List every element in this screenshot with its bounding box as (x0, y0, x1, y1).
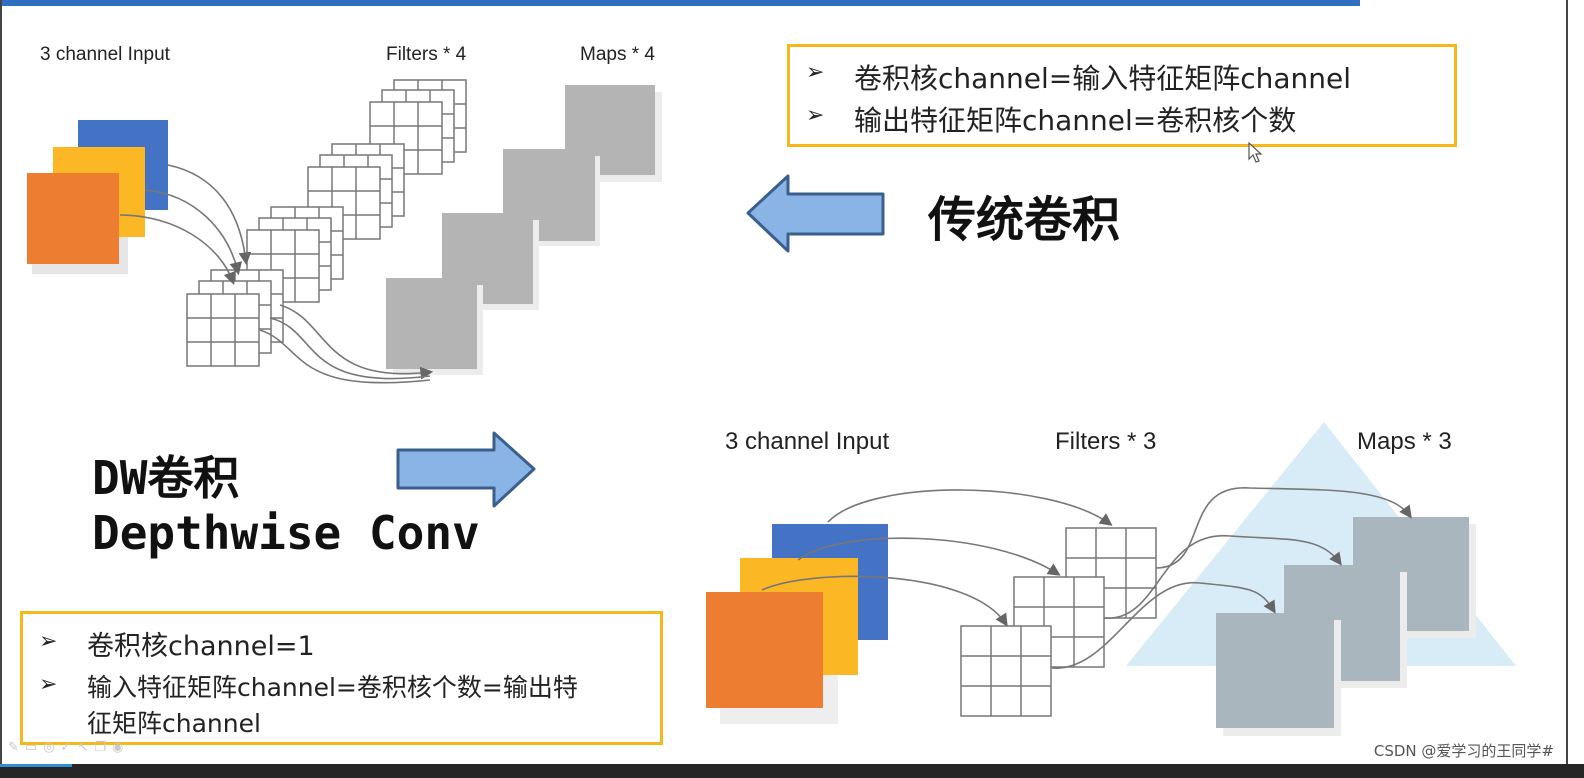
copy-icon[interactable]: ❐ (94, 740, 113, 755)
top-map-1 (386, 278, 477, 369)
top-maps-label: Maps * 4 (580, 44, 655, 65)
bullet-icon: ➢ (39, 629, 58, 654)
presenter-toolbar: ✎▭◎✓↖❐◉ (8, 740, 129, 755)
dw-conv-note-2: 输入特征矩阵channel=卷积核个数=输出特 (87, 673, 578, 702)
top-filters-label: Filters * 4 (386, 44, 467, 65)
depthwise-conv-diagram (706, 422, 1516, 736)
slide-right-edge (1566, 0, 1584, 778)
dw-conv-note-2-cont: 征矩阵channel (87, 709, 261, 738)
mouse-cursor-icon (1248, 142, 1263, 163)
standard-conv-diagram (27, 79, 662, 384)
standard-conv-note-2: 输出特征矩阵channel=卷积核个数 (854, 104, 1297, 137)
eye-icon[interactable]: ◉ (112, 740, 130, 755)
slide-left-edge (0, 0, 2, 778)
dw-conv-title: DW卷积 (92, 451, 240, 505)
dw-map-1 (1216, 613, 1334, 728)
top-maps (386, 85, 662, 375)
bullet-icon: ➢ (39, 672, 58, 697)
circle-icon[interactable]: ◎ (43, 740, 61, 755)
pen-icon[interactable]: ✎ (8, 740, 25, 755)
dw-conv-note-1: 卷积核channel=1 (87, 631, 315, 662)
standard-conv-notes-box: ➢ 卷积核channel=输入特征矩阵channel ➢ 输出特征矩阵chann… (787, 44, 1457, 147)
left-block-arrow (746, 174, 885, 253)
check-icon[interactable]: ✓ (60, 740, 78, 755)
dw-connection-arrows (761, 487, 1412, 669)
watermark: CSDN @爱学习的王同学# (1373, 742, 1554, 760)
dw-filters-label: Filters * 3 (1055, 428, 1157, 455)
top-input-label: 3 channel Input (40, 44, 170, 65)
dw-maps-label: Maps * 3 (1357, 428, 1452, 455)
slide-top-bar (0, 0, 1360, 6)
image-icon[interactable]: ▭ (24, 740, 44, 755)
dw-input-channel-orange (706, 592, 823, 708)
standard-conv-note-1: 卷积核channel=输入特征矩阵channel (854, 62, 1352, 95)
right-block-arrow (396, 431, 536, 508)
standard-conv-title: 传统卷积 (928, 192, 1121, 248)
bullet-icon: ➢ (806, 103, 825, 128)
bottom-status-bar (0, 764, 1584, 778)
dw-conv-subtitle: Depthwise Conv (92, 506, 480, 560)
top-filter-1 (186, 269, 284, 367)
top-input-channel-orange (27, 173, 119, 264)
dw-conv-notes-box: ➢ 卷积核channel=1 ➢ 输入特征矩阵channel=卷积核个数=输出特… (20, 611, 663, 745)
bullet-icon: ➢ (806, 60, 825, 85)
top-connection-arrows (119, 164, 434, 384)
dw-input-label: 3 channel Input (725, 428, 890, 455)
dw-filter-1 (960, 625, 1052, 717)
pointer-icon[interactable]: ↖ (77, 740, 95, 755)
